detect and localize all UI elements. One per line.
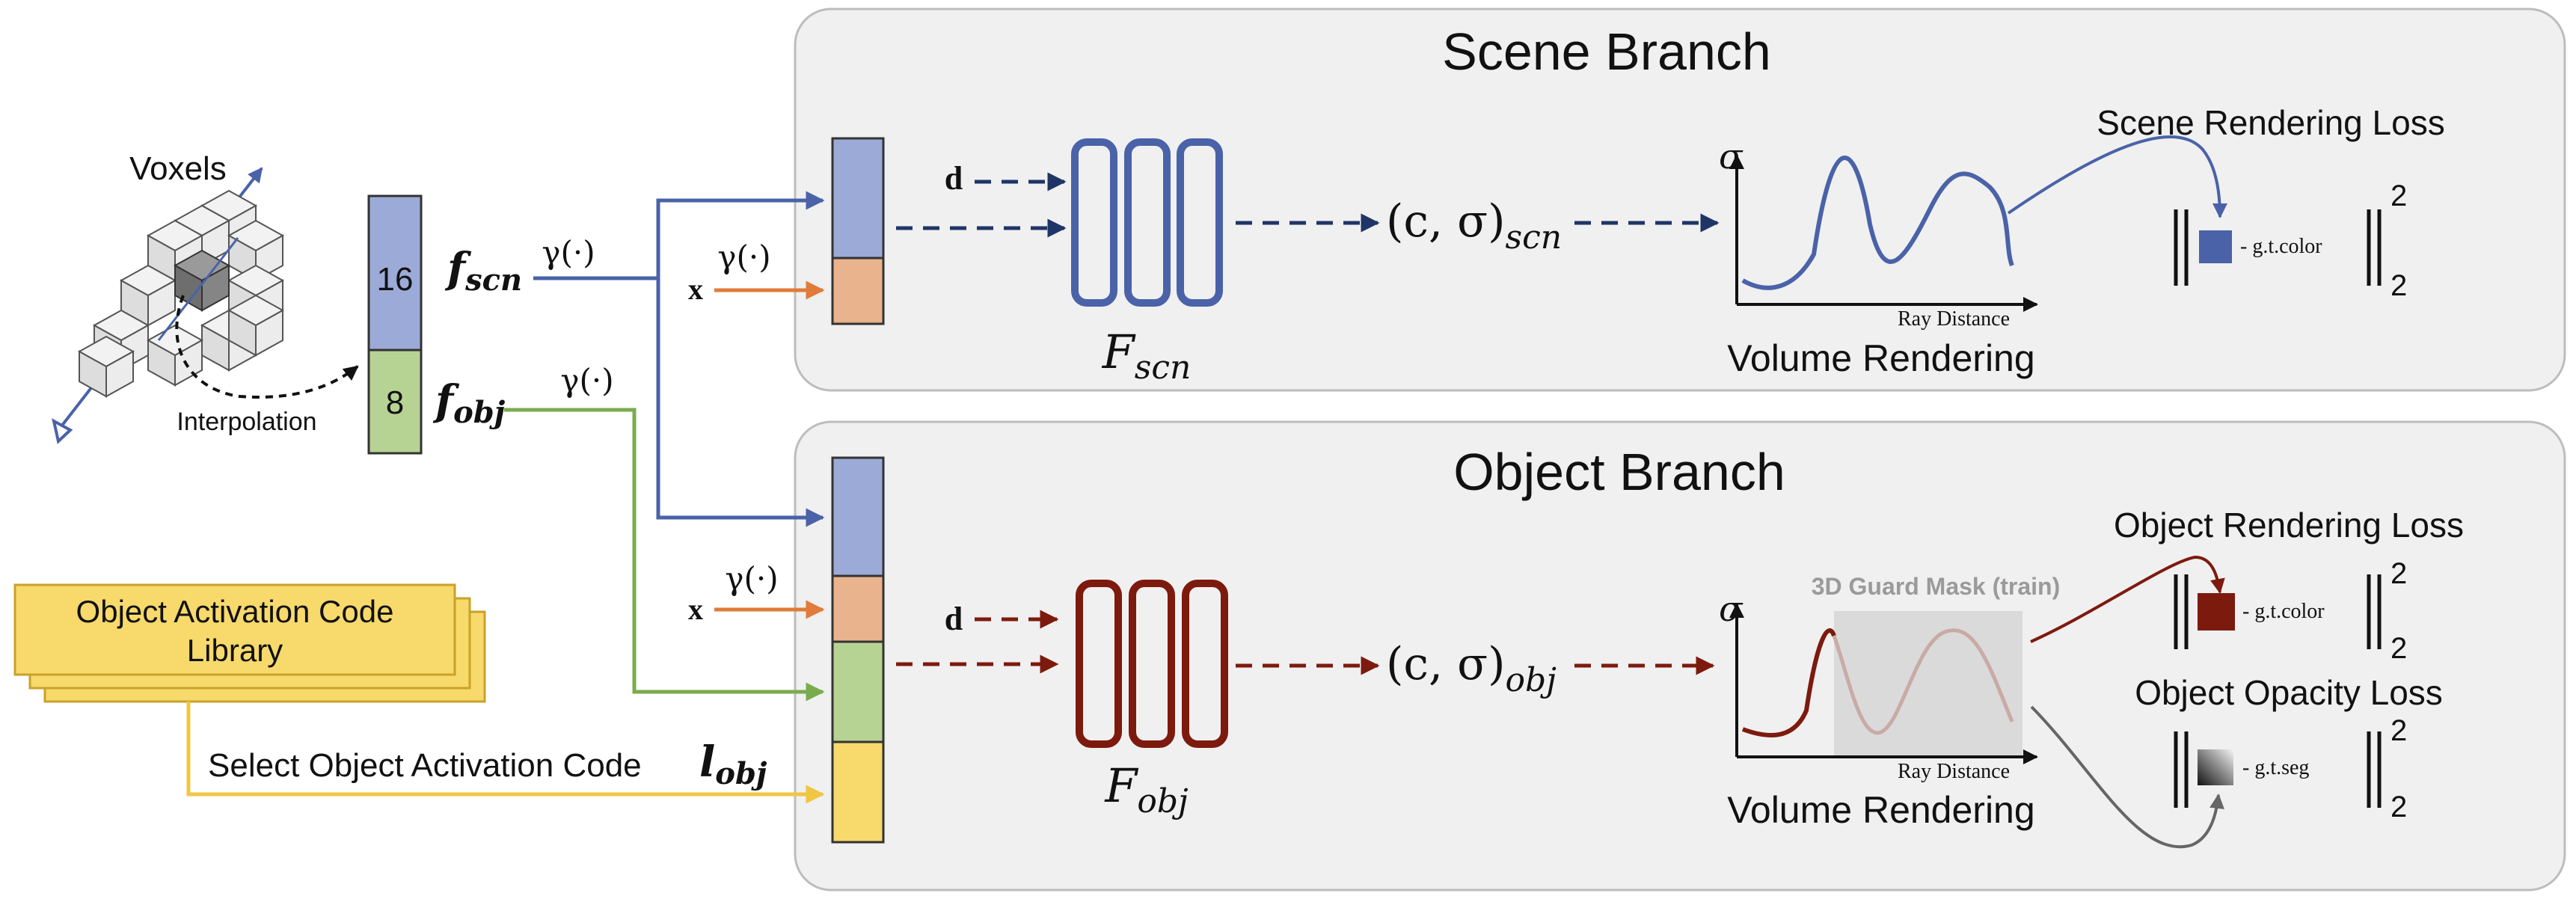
object-feature-dim: 8 (386, 384, 404, 421)
gamma-label-pos-object: γ(·) (725, 560, 778, 597)
object-pred-color-swatch (2198, 593, 2235, 630)
library-label-line2: Library (187, 633, 283, 668)
object-branch-panel (794, 420, 2566, 892)
gamma-label-obj: γ(·) (560, 362, 613, 399)
scene-feature-to-scene-arrow (533, 191, 825, 280)
interpolation-label: Interpolation (177, 408, 316, 436)
gamma-label-pos-scene: γ(·) (717, 239, 770, 275)
select-code-label: Select Object Activation Code (208, 747, 642, 784)
object-feature-to-object-arrow (504, 408, 825, 702)
scene-mlp-decoder (1071, 138, 1223, 307)
scene-feature-to-object-arrow (656, 278, 825, 527)
object-opacity-loss-arrow (2030, 705, 2224, 849)
pos-label-object: x (688, 592, 703, 626)
object-dir-label: d (945, 601, 963, 637)
object-input-obj-feature-block (831, 640, 885, 743)
scene-density-curve (1741, 156, 2014, 290)
object-render-loss-sub: 2 (2391, 632, 2407, 665)
pos-label-scene: x (688, 272, 703, 306)
interpolation-arrow (175, 295, 359, 399)
object-pred-opacity-swatch (2198, 749, 2233, 785)
object-feature-label: fobj (432, 376, 506, 430)
select-code-arrow (186, 702, 825, 804)
scene-input-pos-block (831, 257, 885, 325)
object-opacity-loss-norm-bars (2174, 731, 2382, 808)
object-render-loss-arrow (2030, 555, 2225, 643)
scene-loss-sub: 2 (2391, 269, 2407, 302)
gamma-label-scn: γ(·) (542, 234, 595, 271)
voxel-grid (52, 167, 285, 444)
scene-loss-arrow (2007, 135, 2227, 218)
scene-loss-norm-bars (2174, 209, 2382, 286)
object-mlp-decoder (1076, 580, 1228, 748)
scene-plot-y-label: σ (1719, 136, 1744, 177)
scene-feature-label: fscn (444, 244, 522, 298)
guard-mask-label: 3D Guard Mask (train) (1812, 573, 2061, 600)
scene-volume-plot (1729, 154, 2038, 312)
scene-output-label: (c, σ)scn (1386, 195, 1562, 257)
object-opacity-loss-title: Object Opacity Loss (2135, 673, 2443, 712)
object-render-loss-title: Object Rendering Loss (2114, 506, 2464, 544)
object-volume-plot (1729, 603, 2038, 764)
scene-input-feature-block (831, 137, 885, 260)
object-branch-title: Object Branch (1453, 443, 1785, 501)
object-plot-x-label: Ray Distance (1898, 760, 2010, 783)
object-opacity-loss-sub: 2 (2391, 791, 2407, 823)
object-render-loss-term: - g.t.color (2242, 600, 2325, 623)
voxels-label: Voxels (129, 150, 227, 187)
object-code-label: lobj (699, 737, 767, 791)
scene-plot-x-label: Ray Distance (1898, 307, 2010, 331)
scene-loss-title: Scene Rendering Loss (2097, 103, 2444, 142)
object-input-pos-block (831, 574, 885, 643)
scene-decoder-label: Fscn (1102, 325, 1192, 387)
scene-loss-term: - g.t.color (2240, 235, 2322, 258)
guard-mask-region (1834, 611, 2023, 757)
object-code-library (13, 583, 486, 703)
scene-pred-color-swatch (2199, 230, 2232, 263)
object-feature-block (367, 349, 423, 455)
library-label-line1: Object Activation Code (76, 594, 394, 629)
scene-loss-sup: 2 (2391, 180, 2407, 212)
scene-plot-caption: Volume Rendering (1727, 337, 2034, 379)
object-render-loss-sup: 2 (2391, 557, 2407, 590)
scene-dir-label: d (945, 160, 963, 197)
object-render-loss-norm-bars (2174, 574, 2382, 649)
object-opacity-loss-sup: 2 (2391, 714, 2407, 747)
scene-feature-block (367, 194, 423, 352)
object-input-feature-block (831, 456, 885, 577)
scene-feature-dim: 16 (377, 261, 414, 298)
camera-icon (52, 418, 73, 444)
object-output-label: (c, σ)obj (1386, 638, 1557, 699)
object-plot-caption: Volume Rendering (1727, 789, 2034, 831)
scene-branch-title: Scene Branch (1442, 22, 1771, 81)
object-opacity-loss-term: - g.t.seg (2242, 756, 2309, 779)
object-decoder-label: Fobj (1104, 758, 1188, 820)
object-input-code-block (831, 740, 885, 844)
object-plot-y-label: σ (1719, 589, 1744, 629)
